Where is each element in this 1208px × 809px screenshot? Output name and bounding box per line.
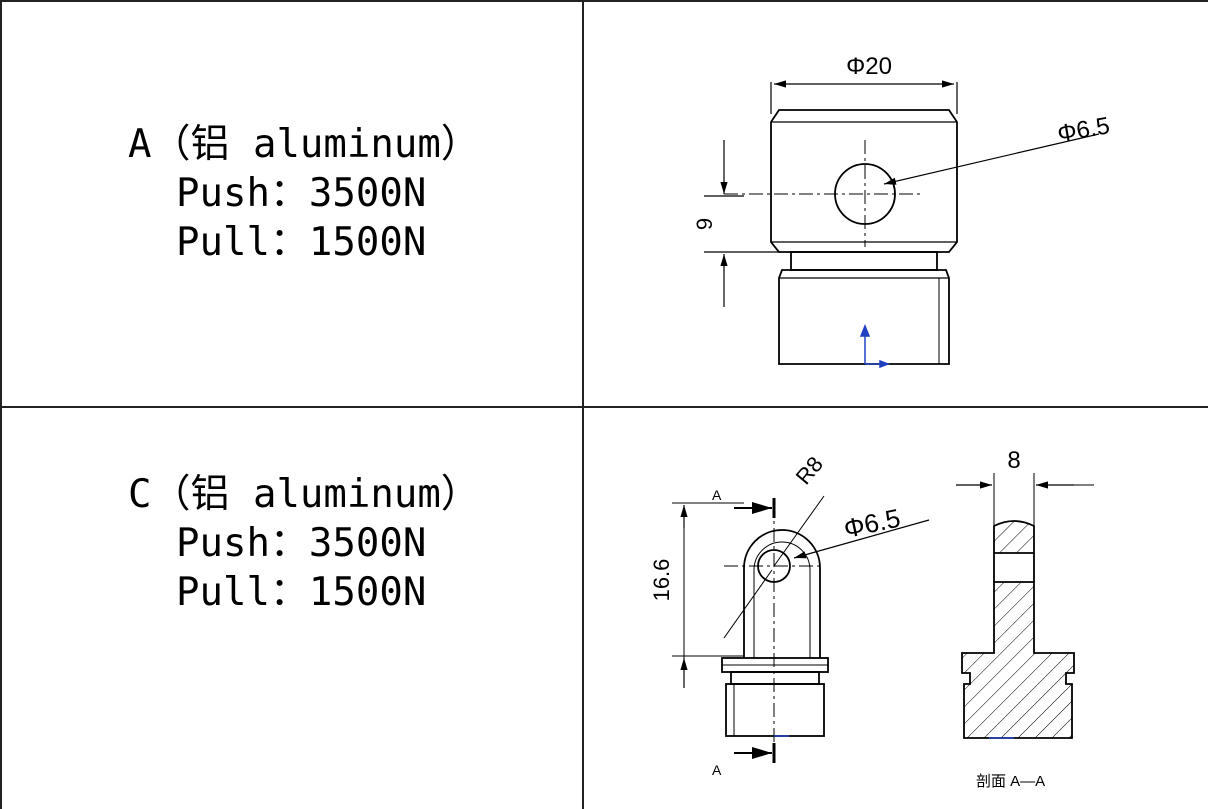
dim-hole-c-label: Φ6.5 — [841, 503, 903, 544]
section-mark-bottom: A — [712, 743, 776, 778]
dim-radius-label: R8 — [791, 452, 828, 490]
table-border-top — [0, 0, 1208, 2]
part-a-body — [770, 109, 958, 365]
row-c-specs: C（铝 aluminum） Push：3500N Pull：1500N — [0, 470, 583, 617]
dim-hole: Φ6.5 — [883, 112, 1112, 185]
dim-hole-c: Φ6.5 — [723, 503, 930, 639]
section-mark-top-label: A — [712, 487, 722, 503]
dim-width-label: Φ20 — [846, 53, 892, 80]
part-c-centerlines — [724, 503, 824, 743]
dim-thickness: 8 — [956, 447, 1094, 528]
axis-marker-icon — [859, 323, 891, 369]
dim-height-c-label: 16.6 — [649, 559, 674, 602]
row-c-push: Push：3500N — [176, 521, 427, 566]
table-border-left — [0, 0, 2, 809]
dim-thickness-label: 8 — [1007, 447, 1020, 474]
table-row-divider — [0, 406, 1208, 408]
dim-height-label: 9 — [692, 218, 717, 230]
dim-width: Φ20 — [770, 53, 958, 114]
dim-height: 9 — [692, 140, 779, 307]
part-a-drawing: Φ20 Φ6.5 9 — [692, 53, 1112, 369]
row-c-pull: Pull：1500N — [176, 570, 427, 615]
row-a-push: Push：3500N — [176, 171, 427, 216]
row-a-specs: A（铝 aluminum） Push：3500N Pull：1500N — [0, 120, 583, 267]
dim-hole-label: Φ6.5 — [1055, 112, 1111, 148]
section-mark-bottom-label: A — [712, 762, 722, 778]
part-c-drawing: A A R8 — [649, 447, 1094, 790]
row-c-title: C（铝 aluminum） — [128, 472, 480, 517]
part-c-front-view — [721, 529, 829, 737]
dim-height-c: 16.6 — [649, 502, 744, 688]
part-c-section-view — [961, 520, 1075, 739]
row-a-pull: Pull：1500N — [176, 220, 427, 265]
part-a-centerlines — [724, 140, 924, 247]
table-column-divider — [582, 0, 584, 809]
row-a-title: A（铝 aluminum） — [128, 122, 480, 167]
section-label: 剖面 A—A — [976, 773, 1045, 790]
